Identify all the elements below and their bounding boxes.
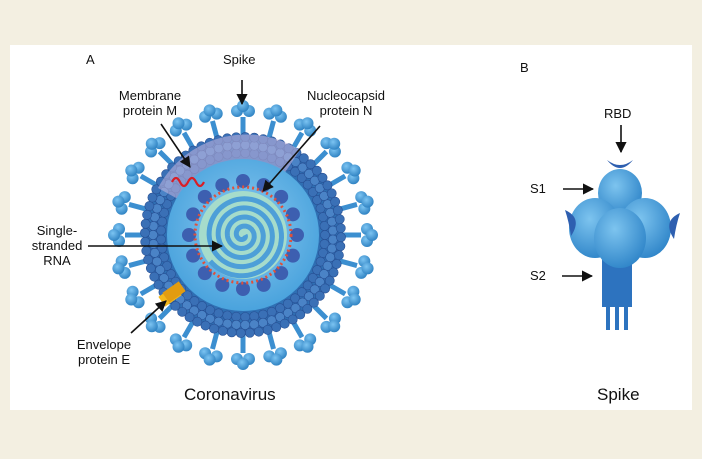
rna-label: Single- stranded RNA: [24, 223, 90, 268]
s2-label: S2: [530, 268, 546, 283]
panel-b-letter: B: [520, 60, 529, 75]
spike: [324, 280, 361, 309]
envelope-label: Envelope protein E: [66, 337, 142, 367]
panel-a-caption: Coronavirus: [184, 385, 276, 404]
rna-label-line3: RNA: [43, 253, 71, 268]
membrane-label-line1: Membrane: [118, 88, 182, 103]
membrane-protein-m: [171, 176, 205, 188]
nucleocapsid-arrow: [262, 125, 321, 192]
envelope-label-line1: Envelope: [76, 337, 132, 352]
envelope-label-line2: protein E: [77, 352, 131, 367]
nucleocapsid-label-line2: protein N: [319, 103, 373, 118]
membrane-label-line2: protein M: [122, 103, 178, 118]
rna-label-line1: Single-: [36, 223, 78, 238]
spike-protein: [565, 160, 680, 330]
nucleocapsid-label-line1: Nucleocapsid: [306, 88, 386, 103]
rbd-label: RBD: [604, 106, 632, 121]
rna-label-line2: stranded: [31, 238, 83, 253]
spike: [309, 137, 341, 169]
spike: [169, 316, 198, 353]
panel-b-caption: Spike: [597, 385, 640, 404]
spike: [169, 117, 198, 154]
spike: [112, 255, 151, 279]
nucleocapsid-label: Nucleocapsid protein N: [298, 88, 394, 118]
rna-spiral: [206, 196, 285, 279]
spike: [125, 161, 162, 190]
membrane-label: Membrane protein M: [112, 88, 188, 118]
rbd-crescent-top: [607, 160, 633, 168]
membrane-arrow: [160, 123, 191, 168]
spike: [145, 137, 177, 169]
panel-a-letter: A: [86, 52, 95, 67]
rbd-crescent-left: [565, 210, 576, 236]
s1-label: S1: [530, 181, 546, 196]
spike: [263, 104, 287, 143]
spike: [309, 301, 341, 333]
rbd-crescent-right: [669, 213, 680, 239]
envelope-arrow: [130, 300, 167, 334]
spike: [108, 223, 147, 247]
spike-label: Spike: [223, 52, 256, 67]
